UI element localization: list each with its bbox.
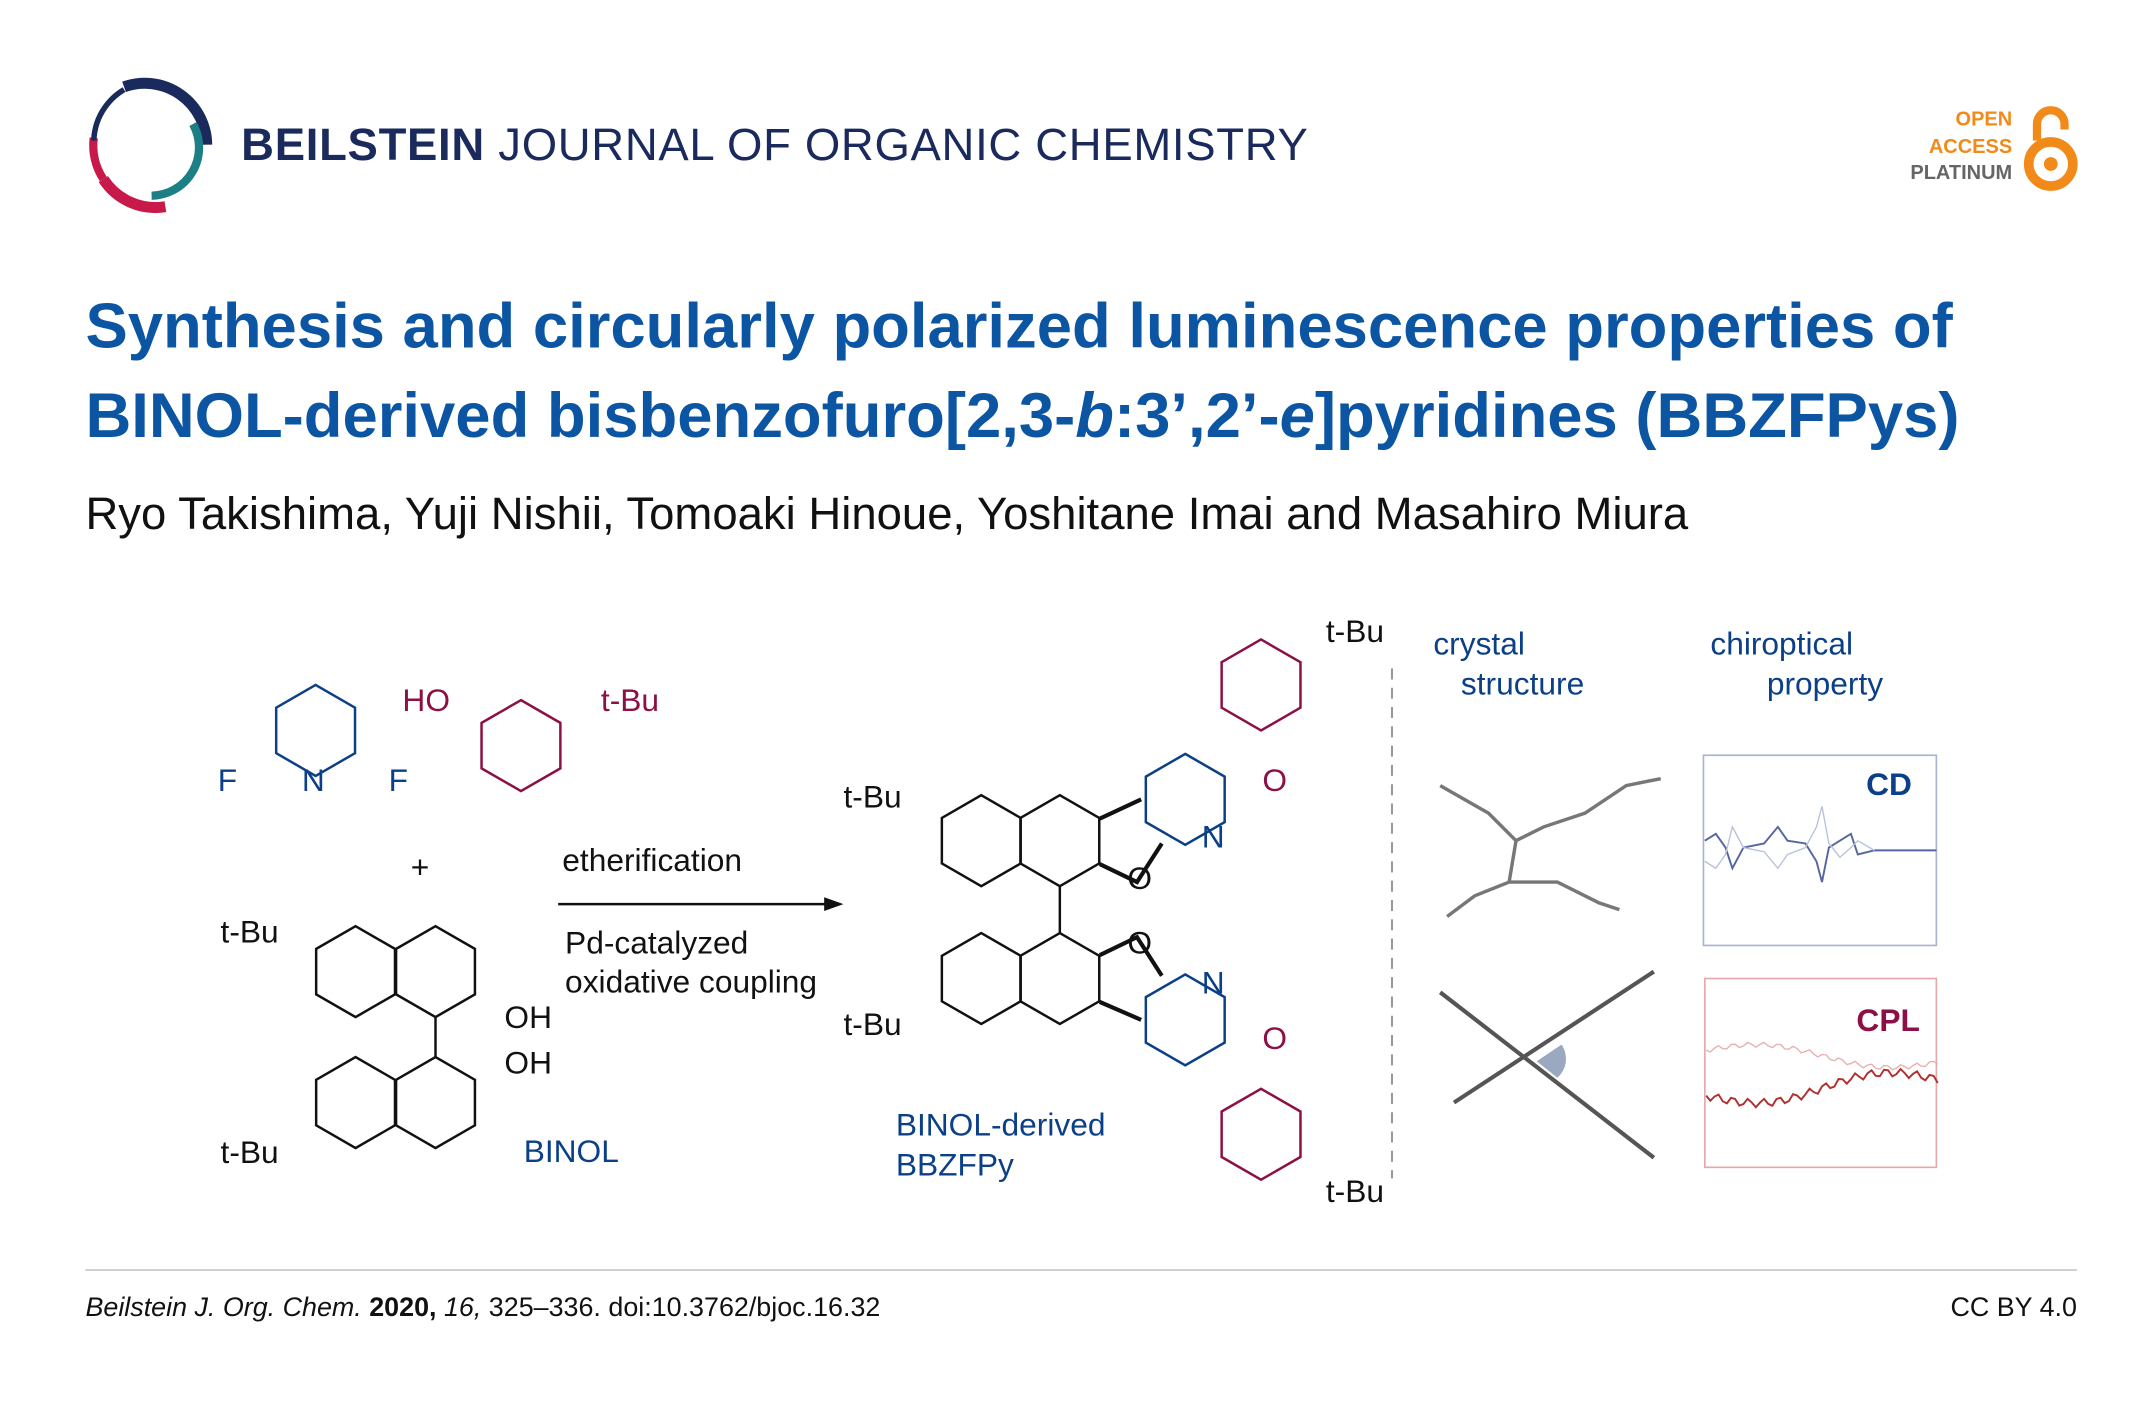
crystal-label: crystal bbox=[1433, 625, 1525, 662]
ring bbox=[1220, 638, 1302, 732]
atom-F: F bbox=[388, 762, 409, 798]
title-line-2: BINOL-derived bisbenzofuro[2,3-b:3’,2’-e… bbox=[85, 371, 1959, 461]
crystal-structure-top bbox=[1439, 776, 1662, 918]
cpl-label: CPL bbox=[1856, 1001, 1920, 1038]
cd-curve bbox=[1704, 825, 1937, 883]
ring bbox=[1144, 752, 1226, 847]
cpl-curve bbox=[1705, 1067, 1939, 1109]
license[interactable]: CC BY 4.0 bbox=[1950, 1292, 2077, 1324]
product-label-line: BBZFPy bbox=[895, 1146, 1014, 1183]
ring bbox=[394, 924, 477, 1019]
cd-label: CD bbox=[1866, 766, 1912, 803]
binol-label: BINOL bbox=[523, 1132, 619, 1169]
step-coupling-line2: oxidative coupling bbox=[565, 963, 818, 1000]
product-tBu: t-Bu bbox=[1325, 1172, 1384, 1209]
title-part: ]pyridines (BBZFPys) bbox=[1314, 379, 1960, 451]
ring bbox=[940, 931, 1022, 1026]
badge-open: OPEN bbox=[1955, 108, 2013, 131]
product-tBu: t-Bu bbox=[843, 778, 902, 815]
ring bbox=[1144, 972, 1226, 1067]
citation: Beilstein J. Org. Chem. 2020, 16, 325–33… bbox=[85, 1293, 880, 1325]
ring bbox=[394, 1055, 477, 1150]
ring bbox=[1019, 931, 1101, 1026]
crystal-label: structure bbox=[1460, 665, 1585, 702]
binol-OH: OH bbox=[504, 999, 552, 1036]
phenol-HO: HO bbox=[402, 682, 450, 719]
ring bbox=[480, 698, 562, 793]
plus-sign: + bbox=[410, 848, 430, 885]
product-tBu: t-Bu bbox=[1325, 613, 1384, 650]
title-part: e bbox=[1279, 379, 1315, 451]
binol-tBu: t-Bu bbox=[220, 913, 279, 950]
atom-N: N bbox=[1201, 818, 1225, 855]
chiroptical-label: property bbox=[1766, 665, 1884, 702]
atom-O: O bbox=[1262, 762, 1288, 798]
open-access-badge: OPEN ACCESS PLATINUM bbox=[1910, 107, 2012, 188]
phenol-tBu: t-Bu bbox=[600, 682, 660, 719]
atom-O: O bbox=[1127, 859, 1153, 896]
authors: Ryo Takishima, Yuji Nishii, Tomoaki Hino… bbox=[85, 487, 1689, 539]
citation-year: 2020, bbox=[369, 1292, 437, 1324]
crystal-structure-side bbox=[1438, 969, 1656, 1160]
title-part: b bbox=[1075, 379, 1114, 451]
cpl-plot-frame bbox=[1704, 977, 1938, 1169]
open-access-lock-icon bbox=[2023, 106, 2078, 191]
journal-brand: BEILSTEIN bbox=[241, 118, 485, 170]
citation-journal: Beilstein J. Org. Chem. bbox=[85, 1292, 362, 1324]
atom-N: N bbox=[1201, 964, 1225, 1001]
product-label-line: BINOL-derived bbox=[895, 1106, 1106, 1143]
ring bbox=[274, 683, 357, 778]
ring bbox=[314, 924, 397, 1019]
binol-tBu: t-Bu bbox=[220, 1134, 279, 1171]
furan-bonds bbox=[1098, 797, 1164, 1022]
ring bbox=[314, 1055, 397, 1150]
ring bbox=[1220, 1087, 1302, 1182]
atom-O: O bbox=[1127, 924, 1153, 961]
dihedral-angle-wedge bbox=[1536, 1044, 1567, 1078]
step-coupling-line1: Pd-catalyzed bbox=[565, 924, 749, 961]
badge-access: ACCESS bbox=[1928, 135, 2013, 158]
journal-name: BEILSTEIN JOURNAL OF ORGANIC CHEMISTRY bbox=[241, 119, 1308, 171]
atom-F: F bbox=[217, 762, 238, 798]
beilstein-logo-icon bbox=[89, 77, 213, 213]
citation-volume: 16, bbox=[443, 1292, 482, 1324]
ring bbox=[940, 793, 1022, 888]
journal-name-text: JOURNAL OF ORGANIC CHEMISTRY bbox=[498, 118, 1309, 170]
arrow-head bbox=[824, 897, 844, 911]
cpl-curve-mirror bbox=[1705, 1041, 1939, 1071]
ring bbox=[1019, 793, 1101, 888]
footer-divider bbox=[85, 1269, 2077, 1271]
title-part: :3’,2’- bbox=[1113, 379, 1280, 451]
title-line-1: Synthesis and circularly polarized lumin… bbox=[85, 289, 1953, 362]
step-etherification: etherification bbox=[562, 842, 743, 878]
citation-doi[interactable]: 325–336. doi:10.3762/bjoc.16.32 bbox=[488, 1292, 881, 1324]
binol-OH: OH bbox=[504, 1044, 552, 1081]
atom-O: O bbox=[1262, 1019, 1288, 1056]
atom-N: N bbox=[301, 762, 325, 798]
chiroptical-label: chiroptical bbox=[1710, 625, 1854, 662]
title-part: BINOL-derived bisbenzofuro[2,3- bbox=[85, 379, 1076, 451]
badge-platinum: PLATINUM bbox=[1910, 162, 2013, 185]
product-tBu: t-Bu bbox=[843, 1006, 902, 1042]
cd-curve-mirror bbox=[1704, 806, 1875, 870]
article-title: Synthesis and circularly polarized lumin… bbox=[85, 281, 1959, 460]
